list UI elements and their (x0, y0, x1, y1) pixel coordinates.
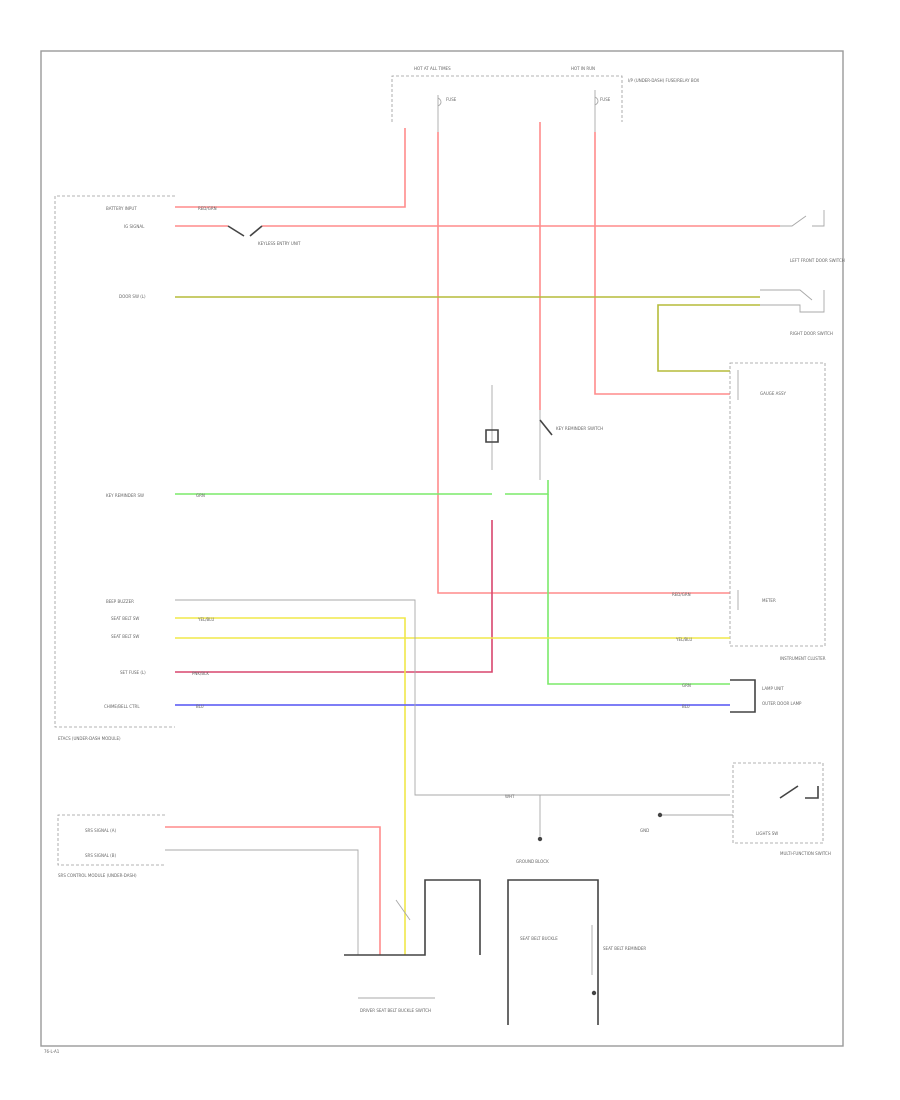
wire-label-blue-1: BLU (196, 704, 204, 709)
instrument-cluster-box (729, 362, 826, 647)
multi-function-ground (657, 812, 663, 818)
pin-door-sw: DOOR SW (L) (119, 294, 146, 299)
relay-contact (539, 419, 553, 436)
driver-belt-buckle-label: DRIVER SEAT BELT BUCKLE SWITCH (360, 1008, 431, 1013)
wire-label-red-2: RED/GRN (672, 592, 691, 597)
wire-label-pink: PNK/BLK (192, 671, 209, 676)
meter-label: METER (762, 598, 776, 603)
left-front-door-sw-label: LEFT FRONT DOOR SWITCH (790, 258, 845, 263)
key-reminder-switch-label: KEY REMINDER SWITCH (556, 426, 603, 431)
srs-sig-1-label: SRS SIGNAL (A) (85, 828, 116, 833)
wire-green-drop (547, 494, 730, 685)
lights-switch-symbol (779, 785, 819, 799)
wire-label-yellow-1: YEL/BLU (197, 617, 214, 622)
keyless-unit-label: KEYLESS ENTRY UNIT (258, 241, 301, 246)
right-door-sw-label: RIGHT DOOR SWITCH (790, 331, 833, 336)
pin-seat-belt-1: SEAT BELT SW (111, 616, 139, 621)
fuse-box-note: I/P (UNDER-DASH) FUSE/RELAY BOX (628, 78, 699, 83)
wire-srs-signal-b (165, 849, 359, 955)
wire-seat-belt-1 (175, 617, 406, 955)
ig-switch-symbol (227, 225, 263, 237)
ground-block-label: GROUND BLOCK (516, 859, 549, 864)
wire-label-green-2: GRN (682, 683, 691, 688)
fuse-label-a: FUSE (446, 97, 457, 102)
wire-fuse-drop (437, 132, 730, 594)
wire-run-feed (594, 132, 730, 395)
seat-belt-buckle-label: SEAT BELT BUCKLE (520, 936, 558, 941)
wire-srs-signal-a (165, 826, 381, 955)
pin-set-fuse: SET FUSE (L) (120, 670, 146, 675)
wire-battery-input (175, 128, 406, 208)
seat-belt-buckle-ctrl-box (507, 879, 599, 1025)
srs-unit-label: SRS CONTROL MODULE (UNDER-DASH) (58, 873, 137, 878)
hot-in-run-label: HOT IN RUN (571, 66, 595, 71)
wire-label-white-1: WHT (505, 794, 515, 799)
hot-at-all-times-label: HOT AT ALL TIMES (414, 66, 451, 71)
pin-chime-bell: CHIME/BELL CTRL (104, 704, 140, 709)
left-front-door-switch (780, 210, 825, 227)
pin-seat-belt-2: SEAT BELT SW (111, 634, 139, 639)
right-door-switch (760, 289, 825, 313)
wire-label-red-1: RED/GRN (198, 206, 217, 211)
fuse-tap-b (594, 96, 599, 106)
ground-symbol (537, 836, 543, 842)
footer-code: 76-L-A1 (44, 1049, 60, 1054)
pin-ig-signal: IG SIGNAL (124, 224, 145, 229)
lamp-unit-connector (730, 679, 756, 713)
fuse-label-b: FUSE (600, 97, 611, 102)
wire-set-fuse (175, 520, 493, 673)
at-ground-label: GND (640, 828, 649, 833)
multi-function-sw-label: MULTI-FUNCTION SWITCH (780, 851, 831, 856)
wire-label-blue-2: BLU (682, 704, 690, 709)
relay-coil (485, 429, 499, 443)
srs-sig-2-label: SRS SIGNAL (B) (85, 853, 116, 858)
etacs-module-label: ETACS (UNDER-DASH MODULE) (58, 736, 121, 741)
driver-belt-buckle-connector (344, 879, 481, 956)
lights-sw-label: LIGHTS SW (756, 831, 778, 836)
wire-beep-buzzer (175, 599, 730, 796)
wire-label-yellow-2: YEL/BLU (675, 637, 692, 642)
fuse-box-enclosure (391, 75, 623, 122)
buckle-inner (395, 899, 411, 921)
outer-frame (40, 50, 844, 1047)
gauge-label: GAUGE ASSY (760, 391, 786, 396)
seatbelt-sw-label: SEAT BELT REMINDER (603, 946, 646, 951)
pin-key-reminder: KEY REMINDER SW (106, 493, 144, 498)
pin-battery-input: BATTERY INPUT (106, 206, 137, 211)
etacs-module-box (54, 195, 175, 728)
wire-label-green-1: GRN (196, 493, 205, 498)
fuse-tap-a (437, 97, 442, 107)
multi-function-switch-box (732, 762, 824, 844)
lamp-unit-label: LAMP UNIT (762, 686, 784, 691)
wire-door-sw-branch (657, 304, 760, 372)
wire-key-reminder (175, 480, 549, 495)
srs-module-box (57, 814, 165, 866)
pin-beep-buzzer: BEEP BUZZER (106, 599, 134, 604)
instrument-cluster-label: INSTRUMENT CLUSTER (780, 656, 826, 661)
seat-belt-ground (591, 990, 597, 996)
outer-door-label: OUTER DOOR LAMP (762, 701, 802, 706)
